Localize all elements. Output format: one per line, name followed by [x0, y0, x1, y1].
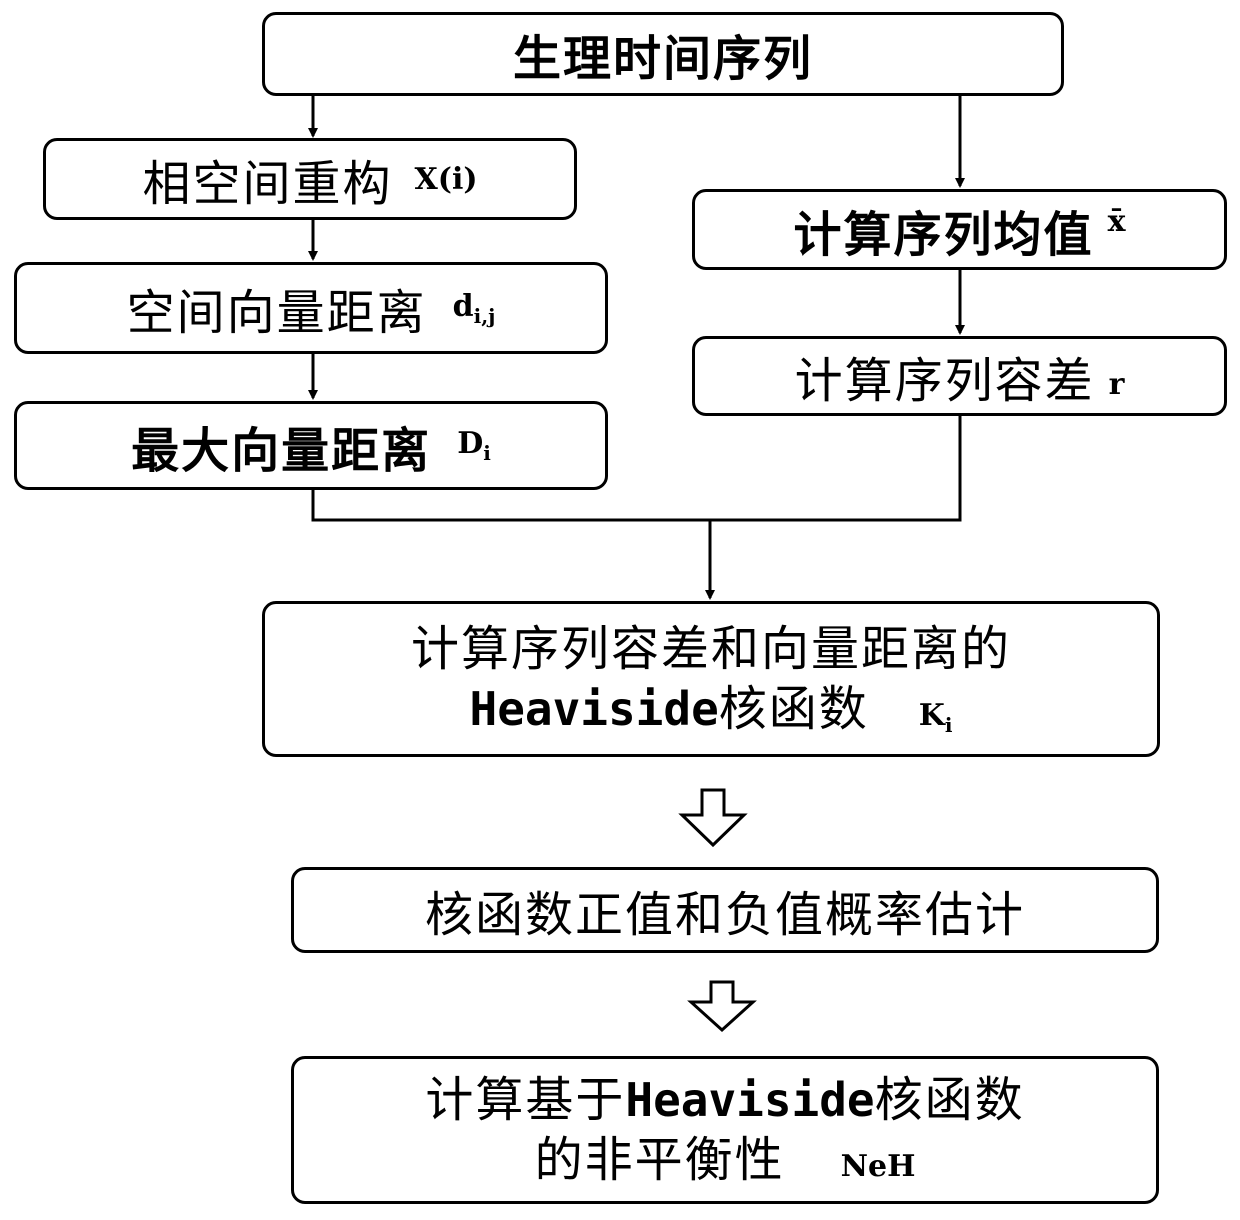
result-line-1: 计算基于 Heaviside 核函数 [425, 1070, 1024, 1130]
result-node: 计算基于 Heaviside 核函数 的非平衡性 NeH [291, 1056, 1159, 1204]
vector-distance-symbol: di,j [453, 289, 496, 328]
kernel-heaviside: Heaviside [470, 681, 719, 739]
max-distance-node: 最大向量距离 Di [14, 401, 608, 490]
mean-node: 计算序列均值 x̄ [692, 189, 1227, 270]
max-distance-label: 最大向量距离 [131, 411, 431, 481]
result-line-2: 的非平衡性 NeH [535, 1130, 916, 1190]
probability-node: 核函数正值和负值概率估计 [291, 867, 1159, 953]
kernel-cjk: 核函数 [719, 679, 869, 739]
start-label: 生理时间序列 [513, 19, 813, 89]
kernel-line-2: Heaviside 核函数 Ki [470, 679, 953, 739]
start-node: 生理时间序列 [262, 12, 1064, 96]
hollow-arrow-1 [682, 790, 744, 845]
kernel-symbol: Ki [919, 697, 953, 738]
probability-label: 核函数正值和负值概率估计 [425, 875, 1025, 945]
tolerance-node: 计算序列容差 r [692, 336, 1227, 416]
result-heaviside: Heaviside [625, 1072, 874, 1130]
tolerance-symbol: r [1109, 367, 1125, 402]
vector-distance-label: 空间向量距离 [127, 273, 427, 343]
result-cjk-a: 计算基于 [425, 1070, 625, 1130]
mean-symbol: x̄ [1108, 204, 1126, 239]
tolerance-label: 计算序列容差 [795, 341, 1095, 411]
result-line2-label: 的非平衡性 [535, 1130, 785, 1190]
hollow-arrow-2 [691, 982, 753, 1030]
result-symbol: NeH [841, 1148, 916, 1186]
phase-space-symbol: X(i) [414, 162, 477, 197]
phase-space-label: 相空间重构 [142, 144, 392, 214]
phase-space-node: 相空间重构 X(i) [43, 138, 577, 220]
max-distance-symbol: Di [457, 426, 491, 465]
vector-distance-node: 空间向量距离 di,j [14, 262, 608, 354]
mean-label: 计算序列均值 [794, 195, 1094, 265]
result-cjk-b: 核函数 [875, 1070, 1025, 1130]
kernel-node: 计算序列容差和向量距离的 Heaviside 核函数 Ki [262, 601, 1160, 757]
kernel-line-1: 计算序列容差和向量距离的 [411, 619, 1011, 679]
